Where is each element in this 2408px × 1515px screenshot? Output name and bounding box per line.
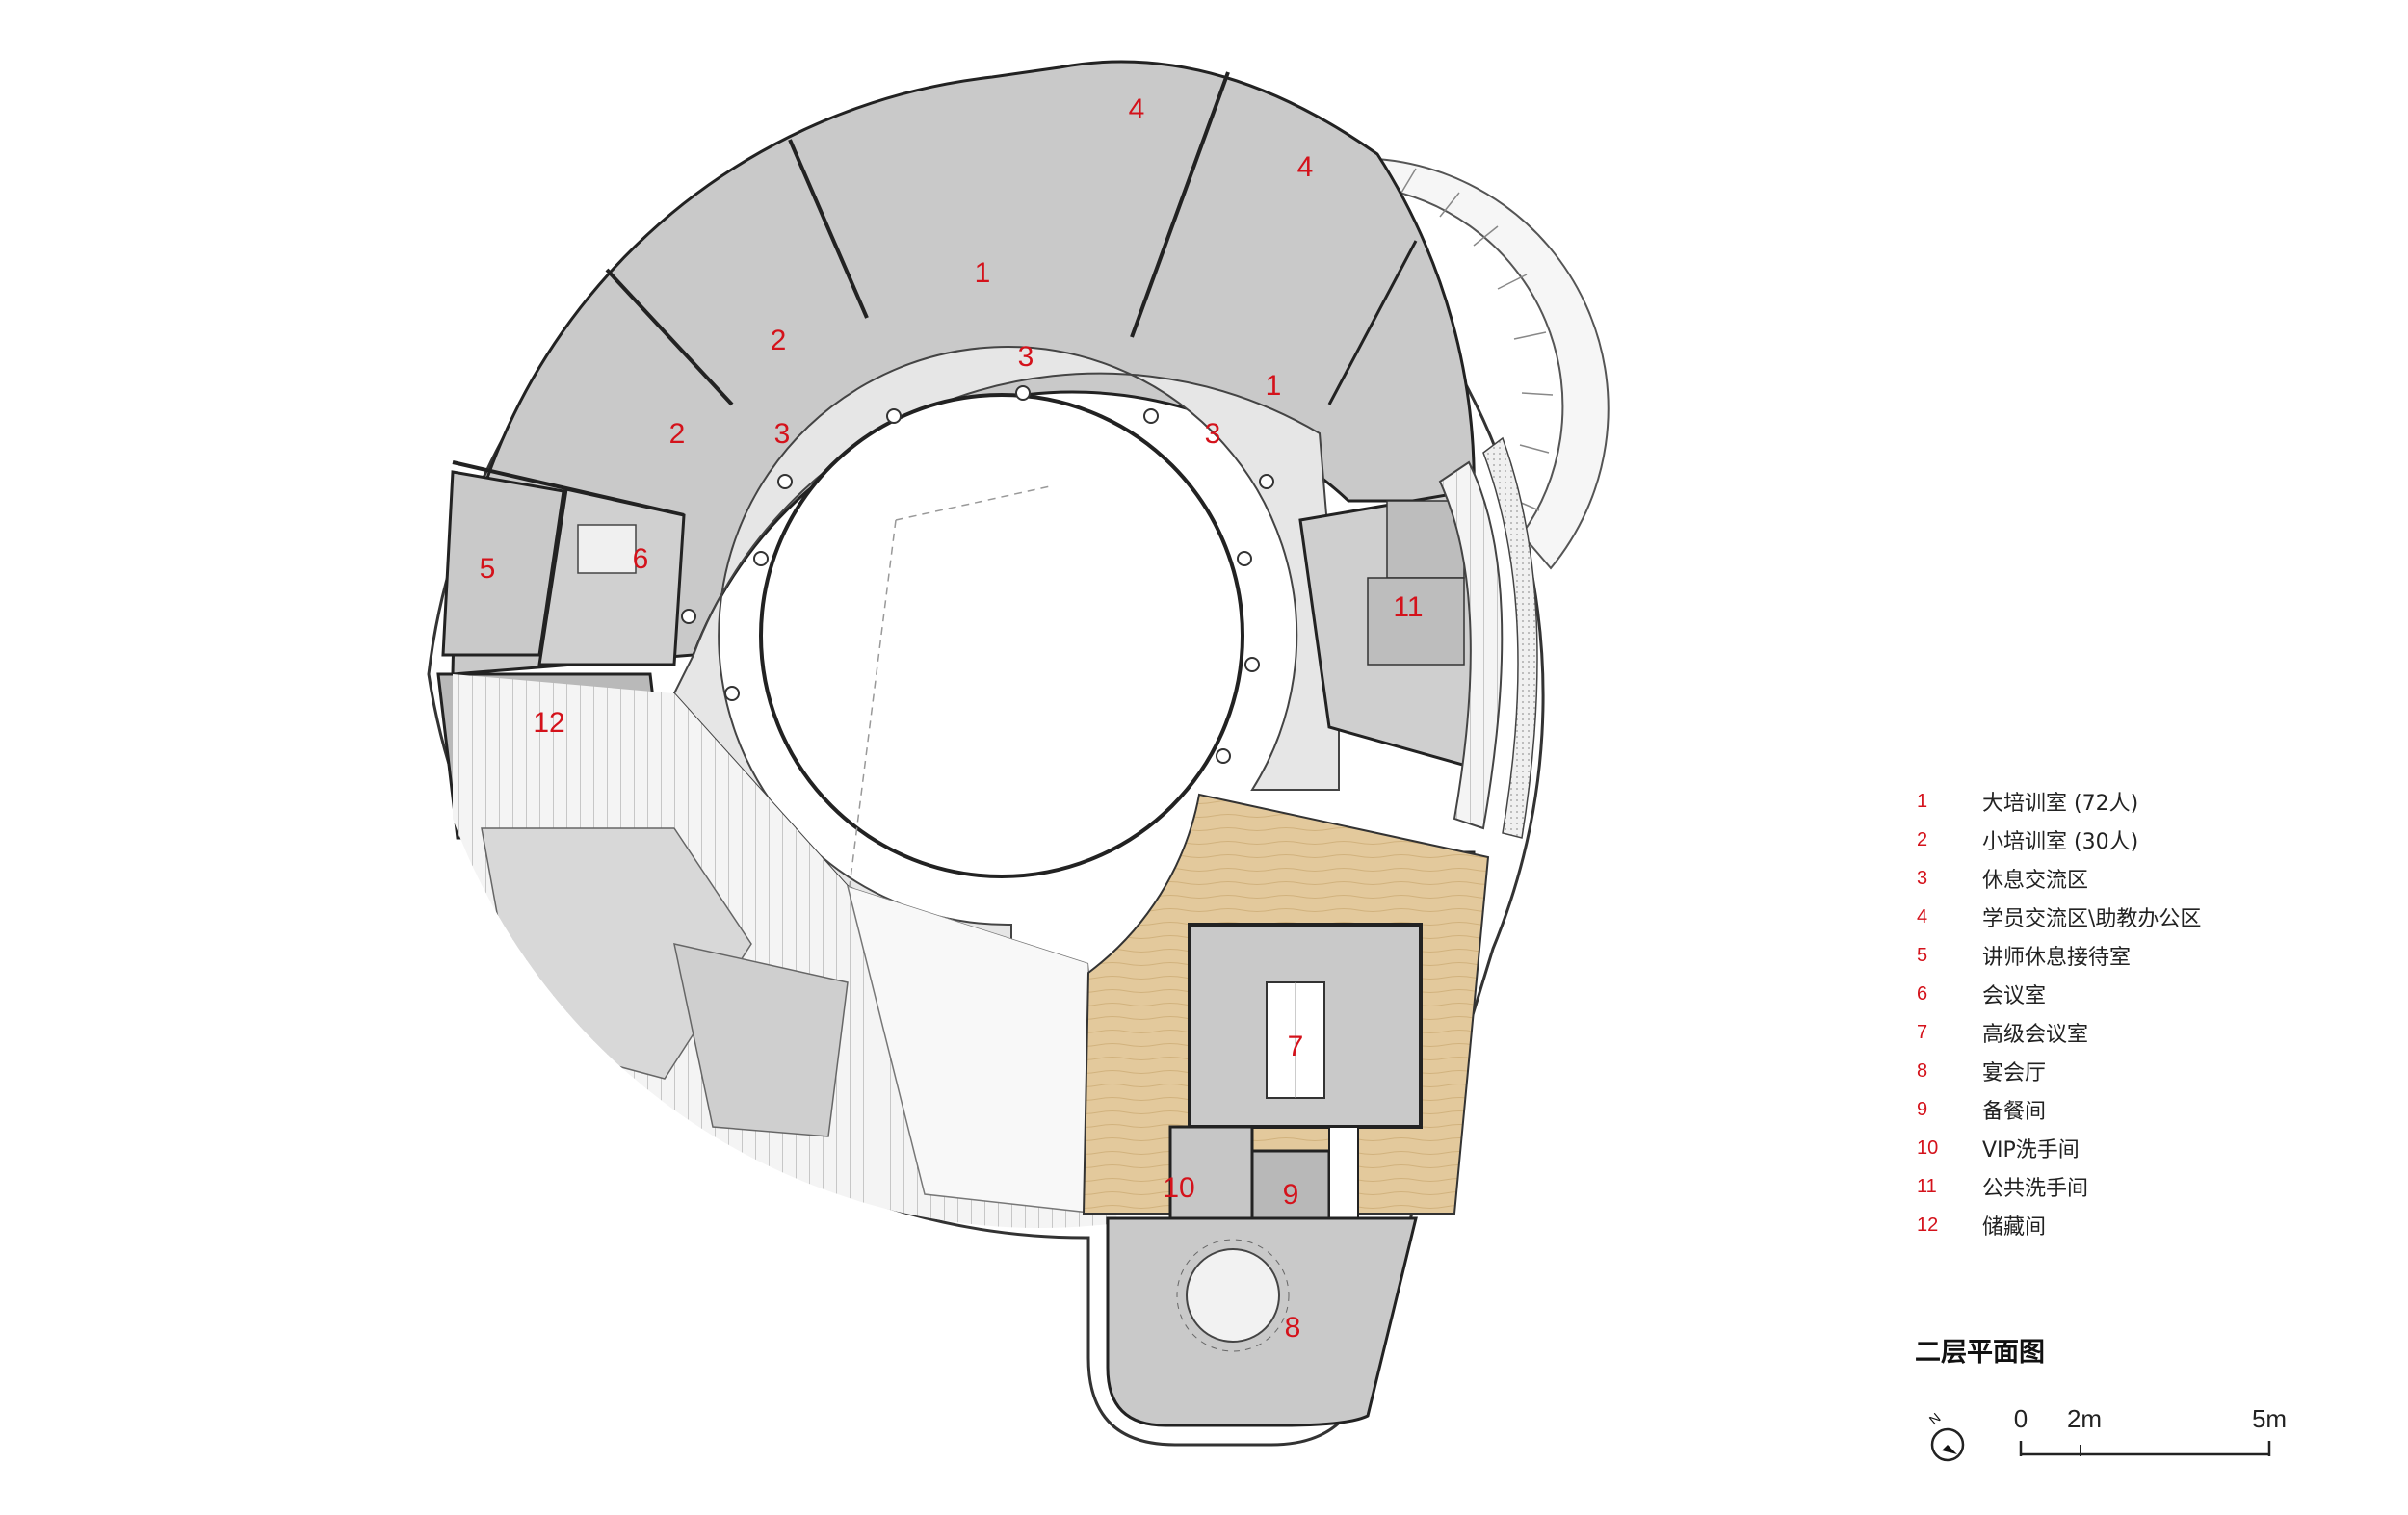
legend-number: 5 bbox=[1917, 944, 1928, 966]
room-number-label: 4 bbox=[1297, 151, 1314, 183]
legend-number: 1 bbox=[1917, 790, 1928, 812]
scale-label-0: 0 bbox=[2014, 1404, 2028, 1433]
legend-label: 大培训室 (72人) bbox=[1982, 792, 2139, 816]
legend-item: 9 备餐间 bbox=[1917, 1090, 2379, 1129]
room-number-label: 2 bbox=[669, 418, 686, 450]
legend-label: 高级会议室 bbox=[1982, 1023, 2089, 1047]
legend-number: 4 bbox=[1917, 905, 1928, 927]
legend-item: 10 VIP洗手间 bbox=[1917, 1129, 2379, 1167]
scale-label-2m: 2m bbox=[2067, 1404, 2102, 1433]
legend-item: 8 宴会厅 bbox=[1917, 1052, 2379, 1090]
room-number-label: 11 bbox=[1393, 591, 1423, 623]
room-numbers: 1 1 2 2 3 3 3 4 4 5 6 7 8 9 10 11 12 bbox=[480, 93, 1424, 1344]
legend-item: 3 休息交流区 bbox=[1917, 859, 2379, 898]
room-number-label: 7 bbox=[1288, 1031, 1304, 1062]
legend-number: 10 bbox=[1917, 1136, 1939, 1159]
corridor-ring bbox=[672, 346, 1340, 965]
room-number-label: 5 bbox=[480, 553, 496, 585]
room-number-label: 9 bbox=[1283, 1179, 1299, 1211]
legend-label: 公共洗手间 bbox=[1982, 1177, 2089, 1201]
legend-label: 休息交流区 bbox=[1982, 869, 2089, 893]
room-number-label: 8 bbox=[1285, 1312, 1301, 1344]
legend-number: 9 bbox=[1917, 1098, 1928, 1120]
scale-bar: 0 2m 5m bbox=[2014, 1404, 2287, 1456]
glass-canopy bbox=[1376, 157, 1610, 570]
legend-label: 会议室 bbox=[1982, 984, 2047, 1008]
legend-label: VIP洗手间 bbox=[1982, 1138, 2080, 1162]
legend-number: 3 bbox=[1917, 867, 1928, 889]
legend-label: 学员交流区\助教办公区 bbox=[1982, 907, 2202, 931]
north-label: N bbox=[1926, 1410, 1944, 1428]
scale-label-5m: 5m bbox=[2252, 1404, 2287, 1433]
legend-label: 小培训室 (30人) bbox=[1982, 830, 2139, 854]
room-number-label: 12 bbox=[533, 707, 564, 739]
legend-number: 8 bbox=[1917, 1059, 1928, 1082]
legend-item: 1 大培训室 (72人) bbox=[1917, 782, 2379, 821]
meeting-rooms-left bbox=[441, 470, 686, 666]
room-number-label: 6 bbox=[633, 543, 649, 575]
room-number-label: 1 bbox=[975, 257, 991, 289]
room-number-label: 1 bbox=[1266, 370, 1282, 402]
legend-number: 7 bbox=[1917, 1021, 1928, 1043]
banquet-hall bbox=[1106, 1216, 1418, 1427]
legend-item: 5 讲师休息接待室 bbox=[1917, 936, 2379, 975]
legend-label: 备餐间 bbox=[1982, 1100, 2047, 1124]
columns bbox=[681, 385, 1274, 764]
drawing-title: 二层平面图 bbox=[1915, 1338, 2045, 1368]
legend-item: 4 学员交流区\助教办公区 bbox=[1917, 898, 2379, 936]
legend-number: 6 bbox=[1917, 982, 1928, 1005]
wood-lobby bbox=[1082, 793, 1490, 1215]
room-legend: 1 大培训室 (72人) 2 小培训室 (30人) 3 休息交流区 4 学员交流区\助教办公区… bbox=[1917, 782, 2379, 1244]
legend-label: 储藏间 bbox=[1982, 1215, 2047, 1240]
legend-item: 2 小培训室 (30人) bbox=[1917, 821, 2379, 859]
central-atrium bbox=[759, 393, 1244, 1017]
legend-item: 7 高级会议室 bbox=[1917, 1013, 2379, 1052]
legend-label: 宴会厅 bbox=[1982, 1061, 2047, 1085]
room-number-label: 3 bbox=[774, 418, 791, 450]
legend-item: 11 公共洗手间 bbox=[1917, 1167, 2379, 1206]
legend-item: 12 储藏间 bbox=[1917, 1206, 2379, 1244]
public-restroom bbox=[1298, 489, 1485, 773]
legend-item: 6 会议室 bbox=[1917, 975, 2379, 1013]
legend-label: 讲师休息接待室 bbox=[1982, 946, 2132, 970]
legend-number: 2 bbox=[1917, 828, 1928, 850]
room-number-label: 2 bbox=[771, 325, 787, 356]
right-stair bbox=[1438, 436, 1538, 839]
room-number-label: 10 bbox=[1163, 1172, 1194, 1204]
room-number-label: 4 bbox=[1129, 93, 1145, 125]
room-number-label: 3 bbox=[1018, 341, 1034, 373]
legend-number: 12 bbox=[1917, 1214, 1939, 1236]
service-rooms bbox=[1168, 1125, 1359, 1220]
north-arrow-icon: N bbox=[1926, 1410, 1965, 1462]
room-number-label: 3 bbox=[1205, 418, 1221, 450]
legend-number: 11 bbox=[1917, 1175, 1937, 1197]
